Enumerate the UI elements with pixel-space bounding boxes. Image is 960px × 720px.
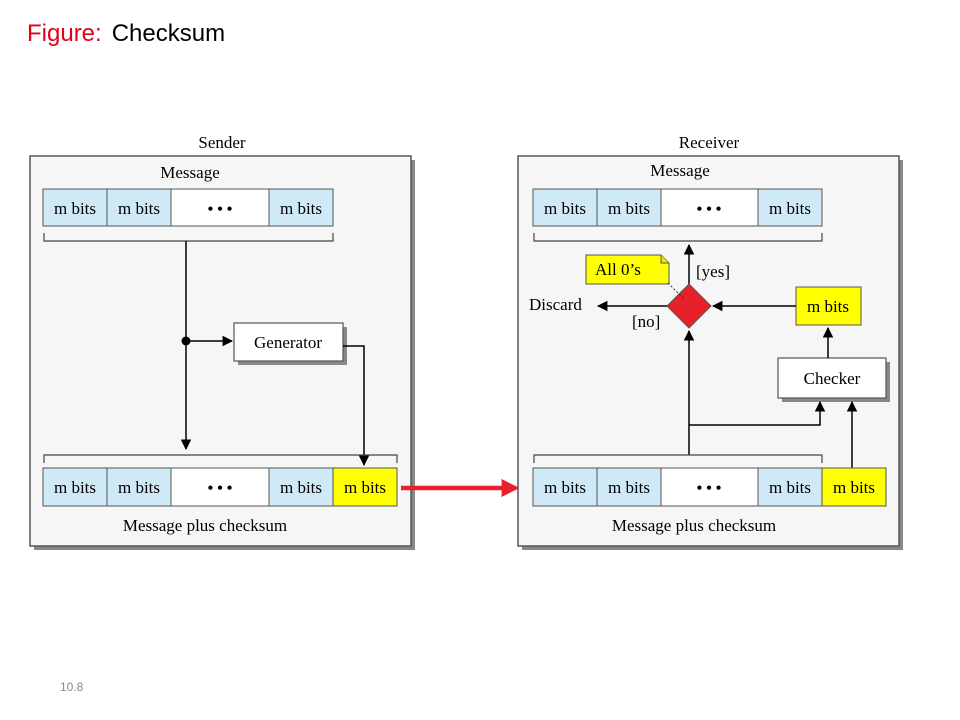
receiver-label: Receiver bbox=[679, 133, 740, 152]
receiver-input-ellipsis-cell bbox=[660, 467, 759, 507]
sender-message-cell bbox=[268, 188, 334, 227]
receiver-message-cell bbox=[757, 188, 823, 227]
sender-label: Sender bbox=[198, 133, 246, 152]
receiver-input-cell-text: m bits bbox=[769, 478, 811, 497]
sender-output-cell-text: m bits bbox=[54, 478, 96, 497]
receiver-message-cell-text: m bits bbox=[769, 199, 811, 218]
title-prefix: Figure: bbox=[27, 20, 102, 47]
receiver-message-cell-text: m bits bbox=[544, 199, 586, 218]
receiver-message-label: Message bbox=[650, 161, 709, 180]
discard-label: Discard bbox=[529, 295, 582, 314]
sender-message-bracket bbox=[43, 233, 334, 242]
all-zeros-note: All 0’s bbox=[585, 254, 670, 285]
checker-label: Checker bbox=[804, 369, 861, 388]
sender-output-label: Message plus checksum bbox=[123, 516, 287, 535]
receiver-message-row: m bits m bits • • • m bits bbox=[532, 188, 823, 227]
receiver-input-row: m bits m bits • • • m bits m bits bbox=[532, 467, 887, 507]
receiver-message-cell-text: m bits bbox=[608, 199, 650, 218]
receiver-message-cell bbox=[532, 188, 598, 227]
receiver-input-cell bbox=[532, 467, 598, 507]
decision-diamond bbox=[666, 283, 712, 329]
page-title: Figure: Checksum bbox=[27, 20, 225, 48]
receiver-message-cell bbox=[596, 188, 662, 227]
sender-output-cell bbox=[106, 467, 172, 507]
sender-message-cell-text: m bits bbox=[54, 199, 96, 218]
sender-message-cell bbox=[106, 188, 172, 227]
sender-output-ellipsis-cell bbox=[170, 467, 270, 507]
yes-label: [yes] bbox=[696, 262, 730, 281]
all-zeros-label: All 0’s bbox=[595, 260, 641, 279]
sender-output-row: m bits m bits • • • m bits m bits bbox=[42, 467, 398, 507]
sender-message-row: m bits m bits • • • m bits bbox=[42, 188, 334, 227]
receiver-input-cell-text: m bits bbox=[544, 478, 586, 497]
sender-message-cell-text: m bits bbox=[118, 199, 160, 218]
receiver-input-label: Message plus checksum bbox=[612, 516, 776, 535]
receiver-input-bracket bbox=[533, 454, 823, 463]
checker-output-cell: m bits bbox=[795, 286, 862, 326]
generator-to-checksum-arrow bbox=[343, 345, 370, 467]
sender-checksum-cell bbox=[332, 467, 398, 507]
generator-box: Generator bbox=[233, 322, 347, 365]
sender-message-ellipsis: • • • bbox=[208, 201, 233, 218]
slide-number: 10.8 bbox=[60, 680, 84, 694]
receiver-message-bracket bbox=[533, 233, 823, 242]
sender-output-cell bbox=[42, 467, 108, 507]
note-connector bbox=[667, 282, 686, 301]
checker-box: Checker bbox=[777, 357, 890, 402]
no-label: [no] bbox=[632, 312, 660, 331]
sender-message-label: Message bbox=[160, 163, 219, 182]
sender-output-cell-text: m bits bbox=[280, 478, 322, 497]
receiver-checksum-cell bbox=[821, 467, 887, 507]
receiver-input-cell-text: m bits bbox=[608, 478, 650, 497]
receiver-message-ellipsis: • • • bbox=[697, 201, 722, 218]
receiver-checksum-text: m bits bbox=[833, 478, 875, 497]
receiver-input-cell bbox=[596, 467, 662, 507]
sender-output-cell-text: m bits bbox=[118, 478, 160, 497]
receiver-message-ellipsis-cell bbox=[660, 188, 759, 227]
sender-output-ellipsis: • • • bbox=[208, 480, 233, 497]
sender-message-cell bbox=[42, 188, 108, 227]
checker-output-text: m bits bbox=[807, 297, 849, 316]
receiver-input-ellipsis: • • • bbox=[697, 480, 722, 497]
sender-message-ellipsis-cell bbox=[170, 188, 270, 227]
input-to-checker-arrow bbox=[689, 400, 826, 426]
sender-output-cell bbox=[268, 467, 334, 507]
title-main: Checksum bbox=[111, 20, 226, 47]
sender-output-bracket bbox=[43, 454, 398, 463]
sender-message-cell-text: m bits bbox=[280, 199, 322, 218]
receiver-input-cell bbox=[757, 467, 823, 507]
sender-checksum-text: m bits bbox=[344, 478, 386, 497]
generator-label: Generator bbox=[254, 333, 322, 352]
